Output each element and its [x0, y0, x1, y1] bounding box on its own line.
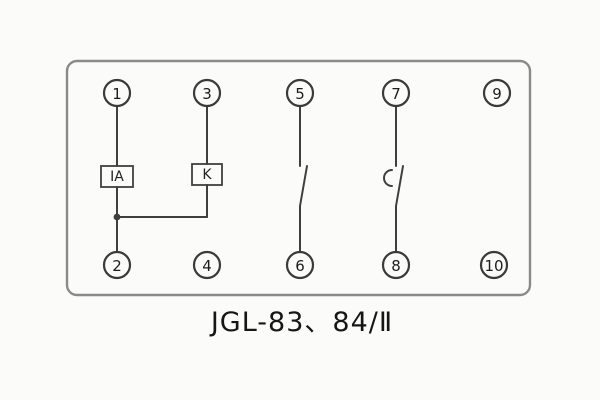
coil-branch-k: K	[116, 105, 223, 218]
terminal-2: 2	[102, 250, 132, 280]
terminal-5-label: 5	[295, 85, 305, 103]
terminal-7-circle	[381, 78, 411, 108]
terminal-10-circle	[479, 250, 509, 280]
terminal-9: 9	[482, 78, 512, 108]
terminal-2-label: 2	[112, 257, 122, 275]
terminal-4-label: 4	[202, 257, 212, 275]
terminal-9-circle	[482, 78, 512, 108]
coil-ia-label: IA	[110, 169, 124, 185]
terminal-6: 6	[285, 250, 315, 280]
terminal-6-label: 6	[295, 257, 305, 275]
terminal-8: 8	[381, 250, 411, 280]
terminal-7: 7	[381, 78, 411, 108]
terminal-8-circle	[381, 250, 411, 280]
terminal-9-label: 9	[492, 85, 502, 103]
relay-case-outline	[65, 59, 532, 297]
terminal-4: 4	[192, 250, 222, 280]
diagram-caption: JGL-83、84/Ⅱ	[209, 307, 393, 338]
coil-branch-ia: IA	[100, 105, 134, 253]
terminal-3-circle	[192, 78, 222, 108]
terminal-1-circle	[102, 78, 132, 108]
contact-blade-7-8	[395, 165, 404, 207]
terminal-1-label: 1	[112, 85, 122, 103]
terminal-7-label: 7	[391, 85, 401, 103]
terminal-6-circle	[285, 250, 315, 280]
coil-k-label: K	[202, 167, 212, 183]
terminal-2-circle	[102, 250, 132, 280]
contact-hook-arc	[383, 169, 393, 187]
terminal-8-label: 8	[391, 257, 401, 275]
contact-blade-5-6	[299, 165, 308, 207]
terminal-3-label: 3	[202, 85, 212, 103]
terminal-10: 10	[479, 250, 509, 280]
terminal-5: 5	[285, 78, 315, 108]
contact-7-8	[383, 105, 404, 253]
terminal-4-circle	[192, 250, 222, 280]
terminal-5-circle	[285, 78, 315, 108]
contact-5-6	[299, 105, 308, 253]
terminal-3: 3	[192, 78, 222, 108]
terminal-1: 1	[102, 78, 132, 108]
terminal-10-label: 10	[484, 257, 503, 275]
